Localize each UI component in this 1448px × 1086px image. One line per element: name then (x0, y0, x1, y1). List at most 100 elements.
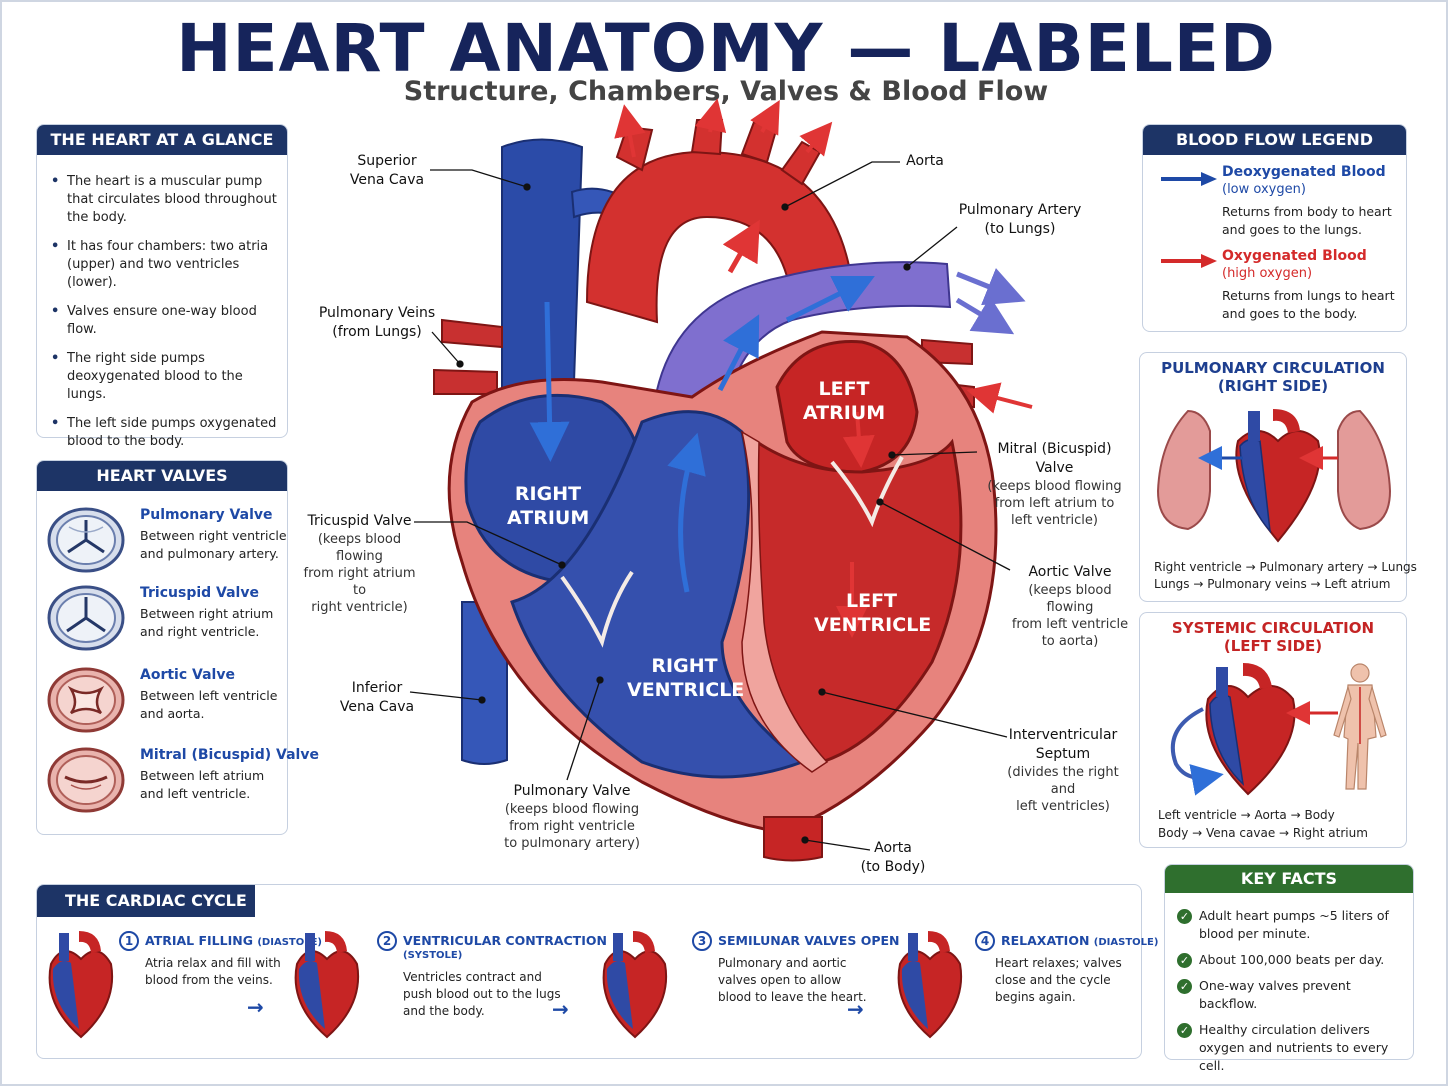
step-desc: Ventricles contract and push blood out t… (403, 970, 561, 1018)
left-ventricle-label: LEFT VENTRICLE (814, 589, 932, 637)
systemic-line: Body → Vena cavae → Right atrium (1158, 826, 1368, 840)
label-interventricular-septum: Interventricular Septum (divides the rig… (994, 726, 1132, 815)
legend-panel: BLOOD FLOW LEGEND Deoxygenated Blood (lo… (1142, 124, 1407, 332)
key-fact-text: Healthy circulation delivers oxygen and … (1199, 1022, 1389, 1073)
label-line: (from Lungs) (332, 324, 422, 340)
label-line: Vena Cava (339, 699, 415, 715)
aorta-branch-2 (690, 119, 724, 156)
systemic-title: SYSTEMIC CIRCULATION (LEFT SIDE) (1140, 619, 1406, 655)
label-line: Septum (1035, 746, 1091, 762)
flow-arrow-la (842, 411, 875, 468)
key-fact-text: One-way valves prevent backflow. (1199, 978, 1351, 1011)
step-title-paren: (DIASTOLE) (1093, 937, 1159, 948)
pulmonary-illustration (1156, 409, 1392, 543)
legend-deoxy: Deoxygenated Blood (low oxygen) Returns … (1222, 163, 1402, 239)
key-facts-panel: KEY FACTS ✓Adult heart pumps ~5 liters o… (1164, 864, 1414, 1073)
valves-heading: HEART VALVES (37, 461, 287, 491)
step-title-text: VENTRICULAR CONTRACTION (403, 933, 607, 948)
valve-item-tricuspid: Tricuspid Valve Between right atrium and… (47, 585, 287, 655)
label-line: Mitral (Bicuspid) Valve (997, 441, 1112, 476)
deoxygenated-arrow-icon (1161, 172, 1217, 186)
label-line: right ventricle) (311, 600, 408, 615)
valve-item-mitral: Mitral (Bicuspid) Valve Between left atr… (47, 747, 319, 817)
key-fact-item: ✓ Healthy circulation delivers oxygen and… (1177, 1021, 1403, 1075)
label-line: Superior (357, 153, 417, 169)
pulmonary-circulation-panel: PULMONARY CIRCULATION (RIGHT SIDE) Right… (1139, 352, 1417, 602)
key-facts-list: ✓Adult heart pumps ~5 liters of blood pe… (1177, 907, 1403, 1083)
check-icon: ✓ (1177, 909, 1192, 924)
systemic-line: Left ventricle → Aorta → Body (1158, 808, 1335, 822)
step-title: ATRIAL FILLING (DIASTOLE) (145, 933, 322, 950)
title-line: SYSTEMIC CIRCULATION (1171, 619, 1375, 637)
step-title: SEMILUNAR VALVES OPEN (718, 933, 900, 948)
legend-deoxy-desc: and goes to the lungs. (1222, 222, 1362, 237)
chamber-label-line: LEFT (845, 590, 898, 612)
label-pulmonary-veins: Pulmonary Veins (from Lungs) (317, 304, 437, 342)
chamber-label-line: VENTRICLE (814, 614, 932, 636)
legend-oxy: Oxygenated Blood (high oxygen) Returns f… (1222, 247, 1402, 323)
mini-heart-icon (897, 931, 963, 1039)
flow-arrow-rv (667, 432, 706, 593)
flow-arrow-up-2 (694, 98, 727, 134)
valve-desc: Between left atrium and left ventricle. (140, 768, 265, 801)
legend-oxy-title: Oxygenated Blood (1222, 248, 1367, 264)
step-title-text: SEMILUNAR VALVES OPEN (718, 933, 900, 948)
legend-oxy-desc: Returns from lungs to heart (1222, 288, 1395, 303)
check-icon: ✓ (1177, 953, 1192, 968)
label-line: (keeps blood flowing (1028, 583, 1112, 615)
glance-item: It has four chambers: two atria (upper) … (51, 238, 277, 292)
chamber-label-line: ATRIUM (507, 507, 590, 529)
step-title: RELAXATION (DIASTOLE) (1001, 933, 1158, 950)
label-line: left ventricle) (1010, 513, 1098, 528)
pulmonary-line: Right ventricle → Pulmonary artery → Lun… (1154, 560, 1417, 574)
glance-item: The heart is a muscular pump that circul… (51, 173, 277, 227)
title-line: PULMONARY CIRCULATION (1161, 359, 1385, 377)
label-tricuspid-valve: Tricuspid Valve (keeps blood flowing fro… (302, 512, 417, 616)
tricuspid-valve-shape (560, 570, 634, 648)
legend-deoxy-desc: Returns from body to heart (1222, 204, 1392, 219)
interventricular-septum-shape (740, 430, 829, 773)
glance-list: The heart is a muscular pump that circul… (51, 173, 277, 462)
step-number: 2 (377, 931, 397, 951)
flow-arrow-pa-2 (785, 276, 875, 323)
right-atrium-label: RIGHT ATRIUM (507, 482, 589, 530)
key-facts-heading: KEY FACTS (1165, 865, 1413, 893)
check-icon: ✓ (1177, 1023, 1192, 1038)
pulmonary-vein-left-1 (441, 318, 503, 349)
valve-item-pulmonary: Pulmonary Valve Between right ventricle … (47, 507, 287, 577)
red-valve-icon (47, 667, 125, 733)
label-aorta-bottom: Aorta (to Body) (857, 839, 929, 877)
legend-heading: BLOOD FLOW LEGEND (1143, 125, 1406, 155)
title-line: (RIGHT SIDE) (1217, 377, 1329, 395)
glance-panel: THE HEART AT A GLANCE The heart is a mus… (36, 124, 288, 449)
cardiac-cycle-panel: THE CARDIAC CYCLE 1 ATRIAL FILLING (DIAS… (36, 884, 1158, 1059)
flow-arrow-up-3 (750, 100, 780, 136)
blue-valve-icon (47, 585, 125, 651)
step-number: 4 (975, 931, 995, 951)
pulmonary-vein-left-2 (433, 368, 498, 395)
glance-item: Valves ensure one-way blood flow. (51, 303, 277, 339)
aorta-branch-3 (740, 120, 779, 164)
glance-heading: THE HEART AT A GLANCE (37, 125, 287, 155)
mini-heart-icon (602, 931, 668, 1039)
chamber-label-line: RIGHT (651, 655, 718, 677)
label-line: Tricuspid Valve (307, 513, 412, 529)
chamber-label-line: RIGHT (514, 483, 582, 505)
label-line: Pulmonary Valve (513, 783, 631, 799)
label-line: Pulmonary Artery (958, 202, 1082, 218)
step-title-paren: (DIASTOLE) (257, 937, 322, 948)
valve-name: Pulmonary Valve (140, 507, 273, 523)
right-ventricle-label: RIGHT VENTRICLE (627, 654, 744, 702)
right-lung-icon (1337, 409, 1392, 531)
leader-lines (409, 161, 1011, 851)
systemic-circulation-panel: SYSTEMIC CIRCULATION (LEFT SIDE) Left ve… (1139, 612, 1407, 848)
flow-arrow-svc (529, 301, 570, 462)
flow-arrow-pv-in (966, 382, 1033, 414)
key-fact-item: ✓Adult heart pumps ~5 liters of blood pe… (1177, 907, 1403, 943)
pulmonary-title: PULMONARY CIRCULATION (RIGHT SIDE) (1140, 359, 1406, 395)
label-mitral-valve: Mitral (Bicuspid) Valve (keeps blood flo… (977, 440, 1132, 529)
step-desc: Pulmonary and aortic valves open to allo… (718, 956, 867, 1004)
cycle-arrow-icon: → (552, 997, 569, 1021)
legend-deoxy-sub: (low oxygen) (1222, 182, 1306, 197)
